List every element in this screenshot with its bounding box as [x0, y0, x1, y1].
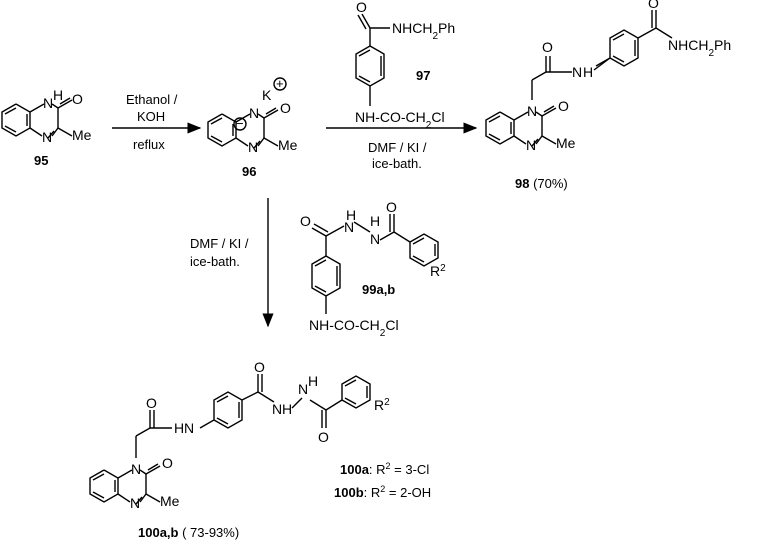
positive-charge-circle: [273, 77, 287, 91]
amide-h: H: [583, 64, 593, 80]
hydrazide-h-1: H: [282, 401, 292, 417]
amide-nh: H: [174, 420, 184, 436]
reaction-arrow-step2: DMF / KI / ice-bath.: [326, 122, 478, 171]
compound-99: O H N N H O R2 NH-CO-CH2Cl 99a,b: [300, 199, 446, 339]
atom-o-hydrazide-1: O: [254, 359, 265, 375]
substituent-r2: R2: [374, 397, 390, 414]
substituent-definitions: 100a: R2 = 3-Cl 100b: R2 = 2-OH: [334, 461, 431, 500]
atom-o-benzamide: O: [648, 0, 659, 11]
chloroacetamide-group-99: NH-CO-CH2Cl: [309, 317, 399, 339]
compound-95-label: 95: [34, 153, 48, 168]
benzylamide-group: NHCH2Ph: [392, 20, 455, 42]
atom-h: H: [53, 87, 63, 103]
reaction-arrow-step1: Ethanol / KOH reflux: [112, 92, 202, 152]
amide-nh: N: [572, 64, 582, 80]
step3-condition-2: ice-bath.: [190, 254, 240, 269]
methyl: Me: [72, 127, 92, 143]
step3-condition-1: DMF / KI /: [190, 236, 249, 251]
atom-n1: N: [527, 103, 537, 119]
hydrazide-n-1: N: [272, 401, 282, 417]
definition-100b: 100b: R2 = 2-OH: [334, 484, 431, 500]
step1-condition-3: reflux: [133, 137, 165, 152]
compound-97-label: 97: [416, 68, 430, 83]
compound-98-label: 98 (70%): [515, 176, 568, 191]
atom-o-hydrazide-2: O: [386, 199, 397, 215]
definition-100a: 100a: R2 = 3-Cl: [340, 461, 429, 477]
compound-96: N K + − O N Me 96: [207, 76, 298, 179]
compound-97: O NHCH2Ph NH-CO-CH2Cl 97: [355, 0, 455, 131]
step2-condition-2: ice-bath.: [372, 156, 422, 171]
negative-charge: −: [236, 116, 244, 131]
atom-n1: N: [43, 95, 53, 111]
benzylamide-group-98: NHCH2Ph: [668, 37, 731, 59]
compound-99-label: 99a,b: [362, 282, 395, 297]
atom-o: O: [72, 91, 83, 107]
atom-o-hydrazide-2: O: [318, 429, 329, 445]
atom-o: O: [558, 98, 569, 114]
chloroacetamide-group: NH-CO-CH2Cl: [355, 109, 445, 131]
compound-96-label: 96: [242, 164, 256, 179]
atom-n4: N: [248, 139, 258, 155]
compound-100-label: 100a,b ( 73-93%): [138, 525, 239, 540]
atom-n4: N: [42, 129, 52, 145]
step1-condition-2: KOH: [137, 109, 165, 124]
hydrazide-nh-2: H: [370, 213, 380, 229]
atom-n1: N: [249, 105, 259, 121]
atom-o-amide: O: [542, 39, 553, 55]
hydrazide-n-1: N: [344, 219, 354, 235]
atom-n1: N: [131, 461, 141, 477]
hydrazide-n-2: N: [370, 231, 380, 247]
atom-o-hydrazide-1: O: [300, 213, 311, 229]
potassium: K: [262, 87, 272, 103]
hydrazide-h-2: H: [308, 373, 318, 389]
atom-n4: N: [130, 495, 140, 511]
atom-o: O: [280, 100, 291, 116]
methyl: Me: [278, 137, 298, 153]
substituent-r2: R2: [430, 263, 446, 280]
atom-n4: N: [526, 137, 536, 153]
positive-charge: +: [276, 76, 284, 91]
methyl: Me: [160, 493, 180, 509]
atom-o-amide: O: [146, 395, 157, 411]
amide-n: N: [184, 420, 194, 436]
compound-95: N H O N Me 95: [1, 87, 92, 168]
hydrazide-nh-1: H: [346, 207, 356, 223]
compound-98: N O N Me O N H O NHCH2Ph 98 (70%): [485, 0, 731, 191]
step2-condition-1: DMF / KI /: [368, 140, 427, 155]
reaction-arrow-step3: DMF / KI / ice-bath.: [190, 198, 274, 328]
atom-o: O: [162, 455, 173, 471]
methyl: Me: [556, 135, 576, 151]
negative-charge-circle: [233, 117, 247, 131]
step1-condition-1: Ethanol /: [126, 92, 178, 107]
atom-o: O: [356, 0, 367, 15]
hydrazide-n-2: N: [298, 381, 308, 397]
compound-100: N O N Me O H N O N H N H O R: [89, 359, 390, 540]
